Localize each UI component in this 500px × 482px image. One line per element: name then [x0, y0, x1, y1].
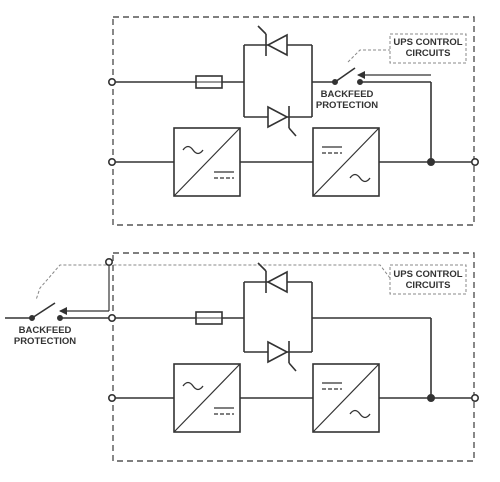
top-output-terminal — [470, 158, 479, 167]
top-bypass-input-terminal — [108, 78, 117, 87]
top-main-input-terminal — [108, 158, 117, 167]
bottom-rectifier-diagonal — [173, 363, 241, 433]
top-backfeed-switch-blade — [334, 67, 356, 83]
top-thyristor-lower-icon — [267, 105, 297, 137]
bottom-bypass-input-terminal — [108, 313, 117, 322]
top-rectifier-ac-icon — [182, 145, 204, 155]
top-ups-diagram — [108, 16, 479, 226]
top-inverter-ac-icon — [349, 173, 371, 183]
top-ups-enclosure — [112, 16, 475, 226]
top-thyristor-upper-icon — [257, 25, 288, 57]
bottom-backfeed-switch-blade — [31, 302, 56, 319]
bottom-backfeed-label-line1: BACKFEED — [19, 325, 72, 336]
top-output-junction — [426, 158, 435, 167]
top-ups-control-label-line2: CIRCUITS — [406, 48, 451, 59]
top-ups-control-box — [389, 33, 467, 64]
bottom-control-terminal — [105, 257, 114, 266]
bottom-output-terminal — [470, 393, 479, 402]
bottom-ups-control-box — [389, 264, 467, 295]
bottom-ups-diagram — [5, 252, 479, 462]
bottom-backfeed-label-line2: PROTECTION — [14, 336, 76, 347]
bottom-thyristor-upper-icon — [257, 262, 288, 294]
bottom-ups-control-label-line1: UPS CONTROL — [393, 269, 462, 280]
bottom-rectifier-ac-icon — [182, 381, 204, 391]
bottom-inverter-ac-icon — [349, 409, 371, 419]
bottom-thyristor-lower-icon — [267, 340, 297, 372]
top-backfeed-label-line2: PROTECTION — [316, 100, 378, 111]
bottom-ups-control-label-line2: CIRCUITS — [406, 280, 451, 291]
top-control-link-dashed — [347, 49, 390, 63]
bottom-inverter-diagonal — [312, 363, 380, 433]
top-rectifier-diagonal — [173, 127, 241, 197]
bottom-main-input-terminal — [108, 393, 117, 402]
top-backfeed-label-line1: BACKFEED — [321, 89, 374, 100]
bottom-ups-enclosure — [112, 252, 475, 462]
top-ups-control-label-line1: UPS CONTROL — [393, 37, 462, 48]
bottom-output-junction — [426, 393, 435, 402]
bottom-control-link-dashed — [35, 264, 391, 301]
top-inverter-diagonal — [312, 127, 380, 197]
